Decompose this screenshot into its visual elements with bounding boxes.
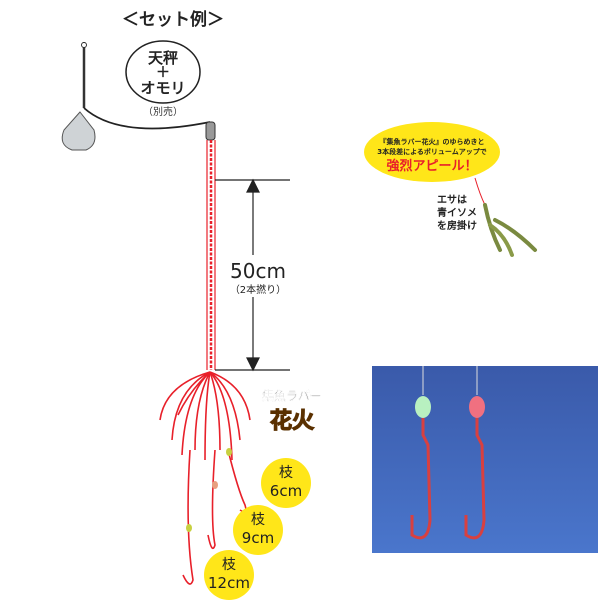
worm-bait-icon: [474, 177, 537, 257]
sinker-label-circle: [125, 40, 201, 104]
svg-text:6cm: 6cm: [270, 482, 302, 500]
svg-text:枝: 枝: [251, 512, 265, 528]
svg-text:強烈アピール！: 強烈アピール！: [386, 158, 477, 174]
svg-text:枝: 枝: [222, 557, 236, 573]
sinker-icon: [61, 42, 216, 151]
svg-text:『集魚ラバー花火』のゆらめきと: 『集魚ラバー花火』のゆらめきと: [380, 137, 485, 146]
branch-badge-9cm: 枝 9cm: [233, 505, 283, 555]
length-value: 50cm: [230, 259, 286, 283]
svg-text:枝: 枝: [279, 465, 293, 481]
set-example-title: ＜セット例＞: [122, 9, 224, 30]
svg-text:集魚ラバー: 集魚ラバー: [261, 388, 322, 403]
plus-label: ＋: [156, 65, 170, 81]
bait-note-line1: エサは: [437, 194, 467, 206]
length-dimension: [215, 178, 290, 372]
sold-separately-label: （別売）: [143, 105, 183, 118]
svg-text:9cm: 9cm: [242, 529, 274, 547]
svg-text:12cm: 12cm: [208, 574, 250, 592]
bait-note-line2: 青イソメ: [437, 206, 477, 219]
tenbin-label: 天秤: [148, 49, 178, 67]
length-note: （2本撚り）: [230, 283, 286, 296]
hook-photo: [372, 366, 598, 553]
omori-label: オモリ: [140, 79, 185, 97]
branch-badge-12cm: 枝 12cm: [204, 550, 254, 600]
bait-note-line3: を房掛け: [437, 219, 477, 232]
branch-badge-6cm: 枝 6cm: [261, 458, 311, 508]
svg-text:花火: 花火: [270, 408, 314, 434]
svg-text:3本段差によるボリュームアップで: 3本段差によるボリュームアップで: [377, 147, 486, 156]
appeal-callout: 『集魚ラバー花火』のゆらめきと 3本段差によるボリュームアップで 強烈アピール！: [364, 122, 500, 182]
rubber-hanabi-logo: 集魚ラバー 花火: [261, 388, 322, 435]
